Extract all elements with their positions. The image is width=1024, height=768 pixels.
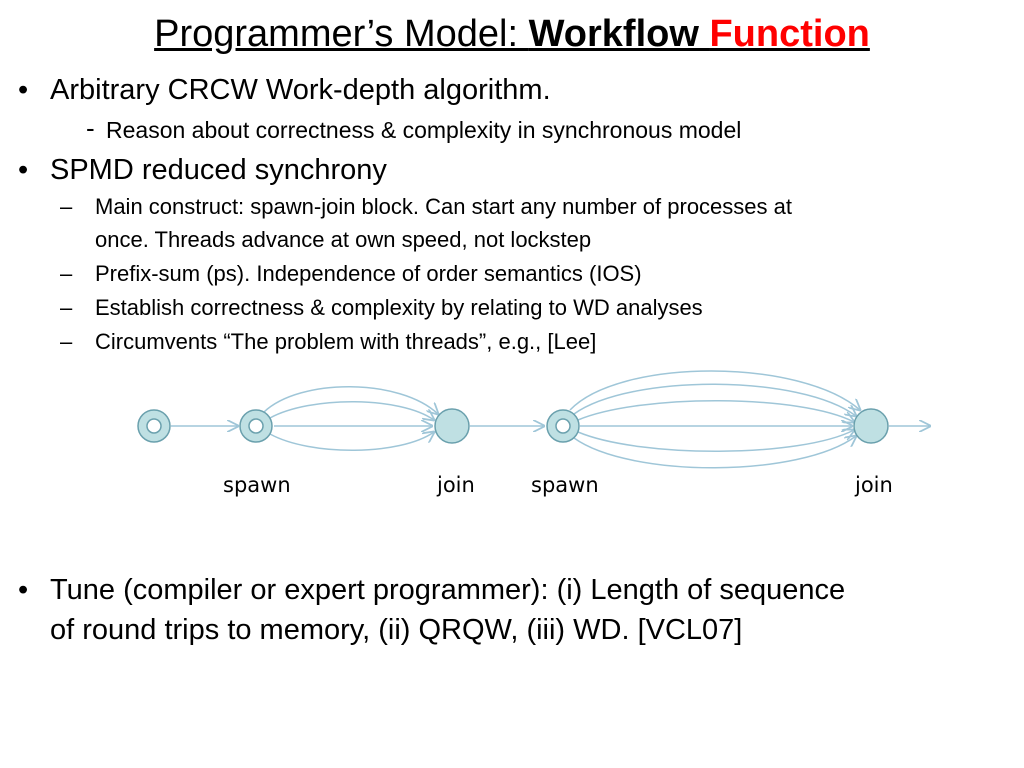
bullet-tune-line-2: of round trips to memory, (ii) QRQW, (ii… [50,614,743,646]
sub-prefix-sum: Prefix-sum (ps). Independence of order s… [95,261,642,286]
title-plain: Programmer’s Model: [154,13,529,55]
title-bold: Workflow [528,13,710,55]
hyphen-icon: - [86,113,95,143]
bullet-icon: • [18,574,29,606]
edge-thread [263,386,438,414]
join-node-1 [434,408,470,444]
bullet-icon: • [18,74,29,106]
bullet-icon: • [18,154,29,186]
bullet-tune-line-1: Tune (compiler or expert programmer): (i… [50,574,846,606]
edge-thread [573,436,856,469]
dash-icon: – [60,194,73,219]
edge-thread [573,383,856,416]
label-join-1: join [436,473,475,497]
dash-icon: – [60,295,73,320]
label-join-2: join [854,473,893,497]
start-node [137,409,171,443]
sub-reason-correctness: Reason about correctness & complexity in… [106,117,742,143]
dash-icon: – [60,261,73,286]
bullet-spmd: SPMD reduced synchrony [50,154,387,186]
dash-icon: – [60,329,73,354]
edge-thread [569,370,860,410]
spawn-node-2 [546,409,580,443]
edge-thread [577,430,854,452]
edge-thread [269,432,434,451]
label-spawn-2: spawn [531,473,599,497]
title-highlight: Function [709,13,870,55]
slide-title: Programmer’s Model: Workflow Function [0,10,1024,58]
edge-thread [269,401,434,420]
label-spawn-1: spawn [223,473,291,497]
diagram-edges [171,370,930,469]
sub-main-construct-2: once. Threads advance at own speed, not … [95,227,592,252]
sub-establish-correctness: Establish correctness & complexity by re… [95,295,703,320]
join-node-2 [853,408,889,444]
sub-circumvents: Circumvents “The problem with threads”, … [95,329,597,354]
sub-main-construct-1: Main construct: spawn-join block. Can st… [95,194,792,219]
spawn-node-1 [239,409,273,443]
spawn-join-diagram: spawn join spawn join [137,370,1024,497]
bullet-arbitrary-crcw: Arbitrary CRCW Work-depth algorithm. [50,74,551,106]
edge-thread [577,400,854,422]
